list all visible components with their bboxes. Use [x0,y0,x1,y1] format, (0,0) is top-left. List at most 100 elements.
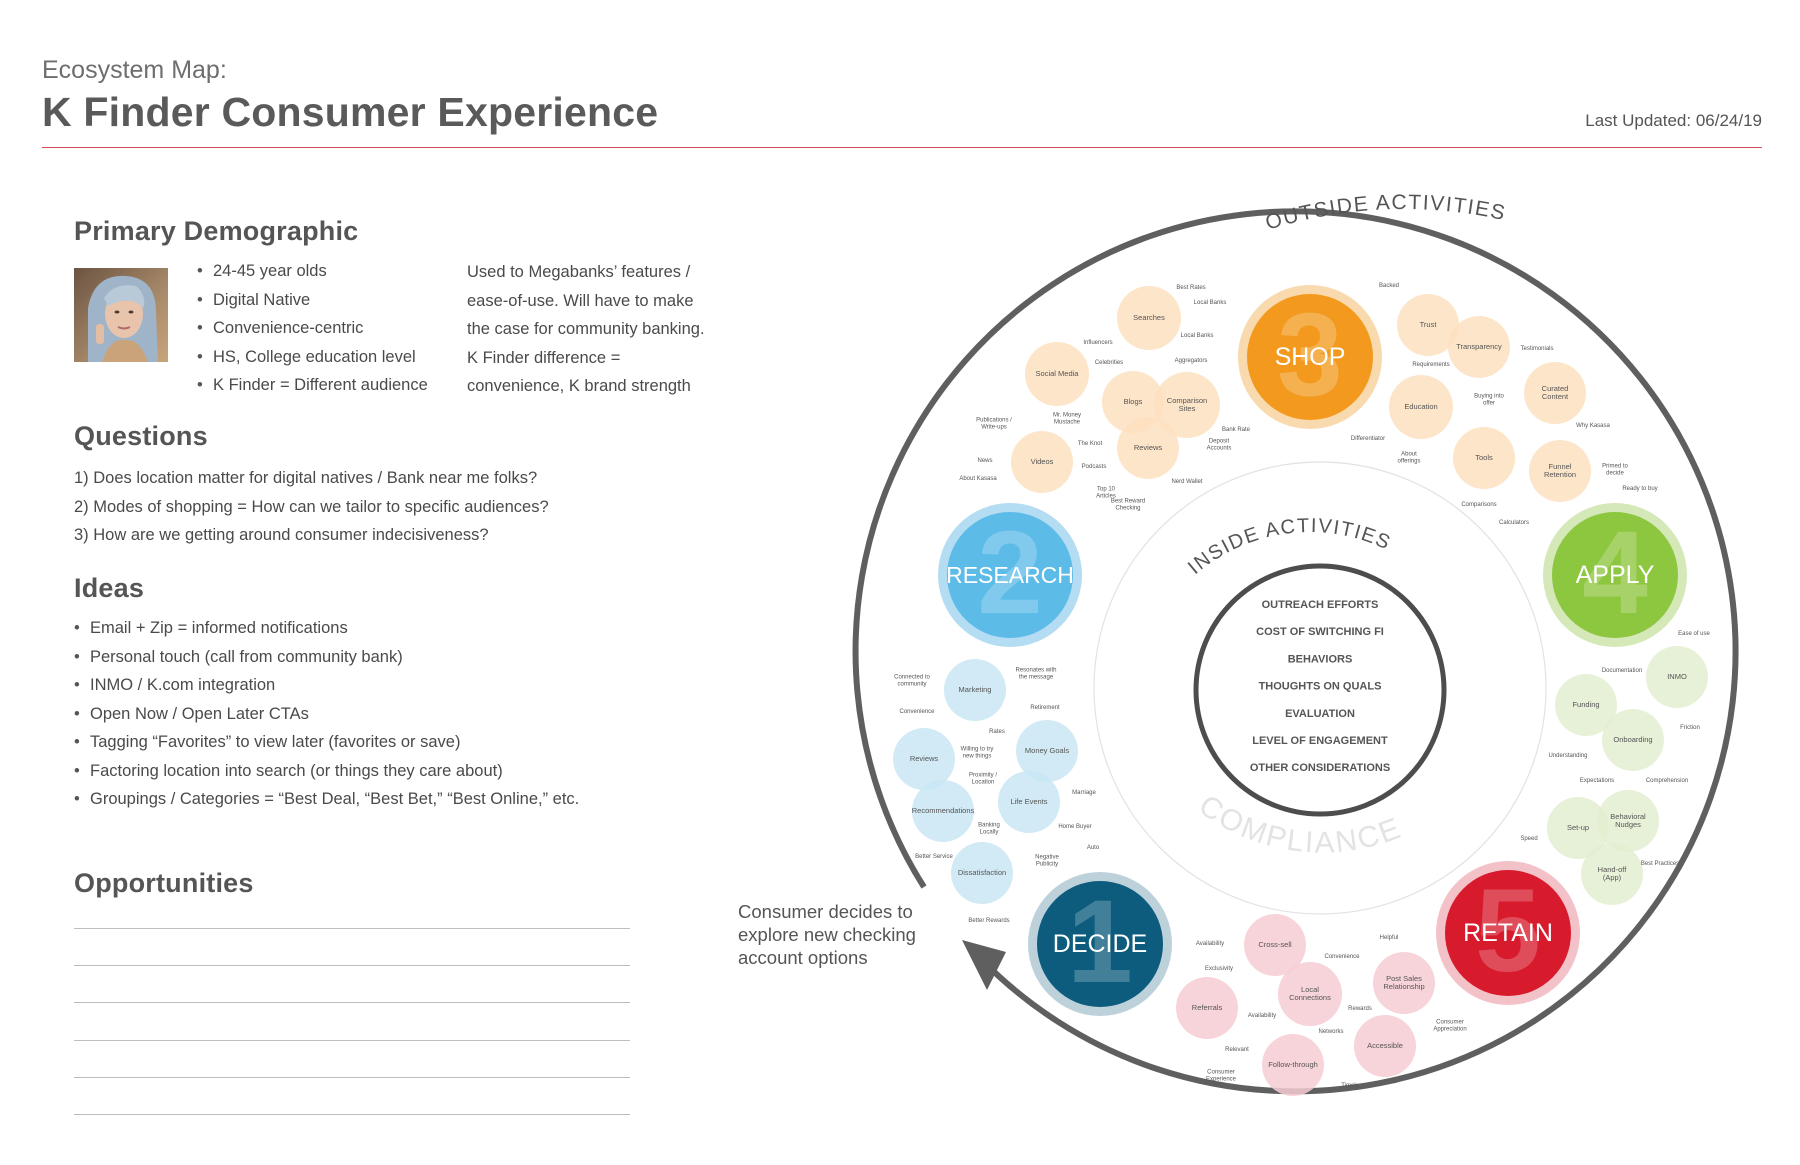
activity-label: Speed [1520,836,1537,842]
bubble-circle [998,771,1060,833]
stage-name: APPLY [1576,561,1655,589]
list-item: Factoring location into search (or thing… [74,757,579,786]
list-item: 3) How are we getting around consumer in… [74,526,489,544]
opportunity-line[interactable] [74,1002,630,1003]
bubble-label: Accessible [1367,1041,1403,1050]
activity-bubble: Accessible [1354,1015,1416,1077]
list-item: 2) Modes of shopping = How can we tailor… [74,497,549,516]
opportunity-line[interactable] [74,965,630,966]
demographic-list: 24-45 year olds Digital Native Convenien… [197,257,428,400]
stage-number: 1 [1067,876,1133,1008]
bubble-label: Tools [1475,453,1493,462]
bubble-circle [1244,914,1306,976]
list-item: K Finder = Different audience [197,371,428,400]
activity-label: Bank Rate [1222,427,1251,433]
bubble-label: Transparency [1456,342,1502,351]
activity-bubble: Videos [1011,431,1073,493]
activity-label: Local Banks [1181,333,1214,339]
bubble-label: Follow-through [1268,1060,1318,1069]
stage-number: 5 [1475,865,1541,997]
activity-label: Best Practices [1641,861,1679,867]
bubble-label: Recommendations [912,806,975,815]
bubble-circle [1448,316,1510,378]
list-item: Email + Zip = informed notifications [74,614,579,643]
opportunity-line[interactable] [74,1040,630,1041]
inside-activities-ring [1093,461,1547,915]
inner-item: BEHAVIORS [1288,653,1353,665]
activity-label: Best Rates [1176,285,1205,291]
bubble-label: Money Goals [1025,746,1069,755]
activity-label: Retirement [1030,705,1060,711]
bubble-circle [944,659,1006,721]
demographic-description: Used to Megabanks’ features / ease-of-us… [467,263,705,396]
stage-circle [947,512,1073,638]
activity-label: Podcasts [1082,464,1107,470]
bubble-circle [1117,286,1181,350]
bubble-circle [1547,797,1609,859]
activity-label: Convenience [899,709,935,715]
bubble-circle [1011,431,1073,493]
bubble-label: Dissatisfaction [958,868,1006,877]
bubble-label: Searches [1133,313,1165,322]
opportunity-line[interactable] [74,1114,630,1115]
stage-circle [1445,870,1571,996]
activity-label: Exclusivity [1205,966,1233,972]
bubble-label: Onboarding [1613,735,1652,744]
list-item: 24-45 year olds [197,257,428,286]
inner-core-ring [1193,563,1447,817]
bubble-circle [951,842,1013,904]
bubble-circle [1117,417,1179,479]
bubble-circle [1016,720,1078,782]
stage-number: 3 [1277,289,1343,421]
cycle-start-caption: Consumer decides to explore new checking… [738,901,916,968]
stage-number: 2 [977,507,1043,639]
bubble-label: Marketing [959,685,992,694]
bubble-circle [1025,342,1089,406]
list-item: 1) Does location matter for digital nati… [74,469,538,487]
activity-bubble: Onboarding [1602,709,1664,771]
stage-name: SHOP [1275,343,1346,371]
bubble-label: Trust [1420,320,1438,329]
list-item: Groupings / Categories = “Best Deal, “Be… [74,785,579,814]
activity-label: Expectations [1580,778,1614,784]
activity-label: Comprehension [1646,778,1688,784]
stage-circle [1247,294,1373,420]
demographic-heading: Primary Demographic [74,216,359,246]
activity-label: Availability [1248,1013,1276,1019]
stage-name: DECIDE [1053,930,1147,958]
outside-activities-label: OUTSIDE ACTIVITIES [1263,191,1508,235]
bubble-circle [1555,674,1617,736]
activity-bubble: Hand-off(App) [1581,843,1643,905]
bubble-circle [1278,962,1342,1026]
bubble-circle [1524,362,1586,424]
bubble-label: INMO [1667,672,1687,681]
bubble-label: Reviews [910,754,939,763]
activity-bubble: Set-up [1547,797,1609,859]
opportunity-line[interactable] [74,1077,630,1078]
questions-heading: Questions [74,421,208,451]
bubble-circle [1529,440,1591,502]
activity-bubble: Education [1389,375,1453,439]
activity-label: Testimonials [1520,346,1553,352]
activity-label: Auto [1087,845,1100,851]
list-item: Personal touch (call from community bank… [74,643,579,672]
activity-label: Backed [1379,283,1399,289]
activity-bubble: Social Media [1025,342,1089,406]
inner-item: EVALUATION [1285,708,1355,720]
ideas-list: Email + Zip = informed notifications Per… [74,614,579,814]
opportunity-line[interactable] [74,928,630,929]
